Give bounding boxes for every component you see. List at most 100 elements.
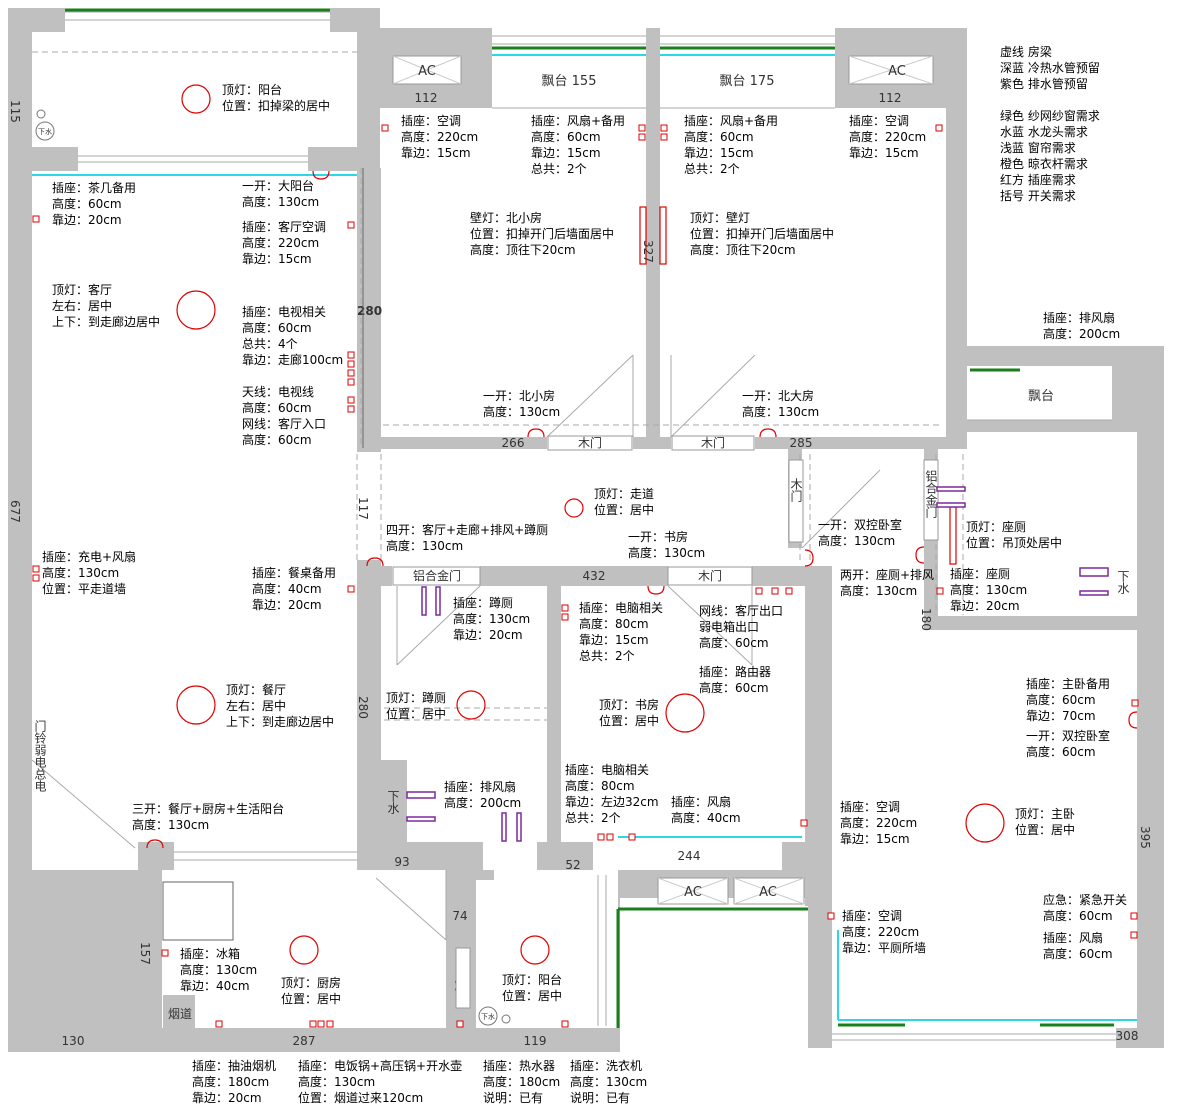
annotation-line: 插座：主卧备用	[1026, 676, 1110, 691]
walls	[8, 8, 1164, 1052]
annotation-line: 位置：平走道墙	[42, 581, 126, 596]
annotation-line: 高度：130cm	[628, 545, 705, 560]
legend-item: 橙色 晾衣杆需求	[1000, 157, 1088, 171]
annotation-dining-light: 顶灯：餐厅左右：居中上下：到走廊边居中	[226, 682, 334, 729]
annotation-line: 插座：空调	[840, 799, 900, 814]
annotation-line: 三开：餐厅+厨房+生活阳台	[132, 801, 284, 816]
dimension-label: 119	[524, 1034, 547, 1048]
switch-brackets	[146, 170, 1138, 849]
annotation-line: 插座：座厕	[950, 566, 1010, 581]
dimension-label: 112	[415, 91, 438, 105]
annotation-line: 高度：130cm	[180, 962, 257, 977]
annotation-exhaust-top: 插座：排风扇高度：200cm	[1043, 310, 1120, 341]
alu-door-label-vertical: 铝合金门	[924, 469, 938, 518]
dimension-label: 115	[8, 100, 22, 123]
wood-door-label: 木门	[698, 568, 722, 583]
drain-icons	[35, 109, 511, 1026]
annotation-line: 靠边：15cm	[840, 832, 910, 846]
dimension-label: 308	[1116, 1029, 1139, 1043]
annotation-line: 靠边：15cm	[579, 633, 649, 647]
annotation-line: 一开：北小房	[483, 388, 555, 403]
doorbell-panel-label: 门铃弱电总电	[33, 719, 47, 792]
annotation-back-balcony-light: 顶灯：阳台位置：居中	[502, 972, 562, 1003]
annotation-line: 高度：130cm	[242, 194, 319, 209]
annotation-line: 高度：130cm	[386, 538, 463, 553]
dimension-label: 112	[879, 91, 902, 105]
annotation-nbig-switch: 一开：北大房高度：130cm	[742, 388, 819, 419]
annotation-line: 插座：空调	[401, 113, 461, 128]
legend-item: 虚线 房梁	[1000, 45, 1052, 59]
annotation-line: 高度：60cm	[1043, 908, 1113, 923]
flue-label: 烟道	[168, 1007, 192, 1021]
ac-units	[392, 55, 934, 905]
annotation-router: 插座：路由器高度：60cm	[699, 664, 771, 695]
bay-window-label: 飘台	[1028, 389, 1054, 404]
annotation-line: 插座：空调	[849, 113, 909, 128]
annotation-line: 一开：北大房	[742, 388, 814, 403]
annotation-line: 靠边：左边32cm	[565, 794, 659, 809]
drain-label: 下水	[1116, 570, 1130, 594]
annotation-line: 天线：电视线	[242, 384, 314, 399]
annotation-line: 顶灯：书房	[599, 697, 659, 712]
annotation-line: 高度：220cm	[242, 235, 319, 250]
annotation-line: 靠边：20cm	[453, 628, 523, 642]
annotation-line: 高度：80cm	[579, 616, 649, 631]
wood-door-label: 木门	[701, 435, 725, 450]
annotation-line: 插座：排风扇	[1043, 310, 1115, 325]
annotation-squat-socket: 插座：蹲厕高度：130cm 靠边：20cm	[453, 595, 530, 642]
annotation-line: 高度：60cm	[699, 635, 769, 650]
annotation-living-light: 顶灯：客厅左右：居中上下：到走廊边居中	[52, 282, 160, 329]
annotation-nsmall-wall: 壁灯：北小房位置：扣掉开门后墙面居中高度：顶往下20cm	[470, 210, 614, 257]
annotation-line: 顶灯：餐厅	[226, 682, 286, 697]
annotation-emergency: 应急：紧急开关高度：60cm	[1043, 892, 1127, 923]
annotation-line: 插座：客厅空调	[242, 219, 326, 234]
annotation-line: 插座：冰箱	[180, 946, 240, 961]
annotation-study-net: 网线：客厅出口弱电箱出口高度：60cm	[699, 603, 783, 650]
annotation-line: 靠边：20cm	[252, 598, 322, 612]
wood-door-label: 木门	[578, 435, 602, 450]
legend-item: 水蓝 水龙头需求	[1000, 125, 1088, 139]
annotation-study-fan: 插座：风扇高度：40cm	[671, 794, 741, 825]
legend-item: 紫色 排水管预留	[1000, 77, 1088, 91]
annotation-line: 高度：130cm	[453, 611, 530, 626]
annotation-line: 位置：扣掉开门后墙面居中	[470, 226, 614, 241]
annotation-line: 总共：2个	[531, 162, 587, 176]
annotation-line: 总共：4个	[242, 337, 298, 351]
annotation-line: 高度：顶往下20cm	[470, 242, 576, 257]
annotation-line: 位置：吊顶处居中	[966, 535, 1062, 550]
annotation-line: 总共：2个	[684, 162, 740, 176]
annotation-line: 位置：居中	[386, 706, 446, 721]
ac-label: AC	[888, 64, 906, 79]
dimension-label: 280	[357, 304, 382, 318]
fridge-box	[162, 881, 234, 941]
annotation-line: 插座：电视相关	[242, 304, 326, 319]
annotation-line: 高度：顶往下20cm	[690, 242, 796, 257]
annotation-line: 弱电箱出口	[699, 619, 759, 634]
dimension-label: 285	[790, 436, 813, 450]
annotation-line: 插座：洗衣机	[570, 1058, 642, 1073]
dimension-label: 244	[678, 849, 701, 863]
annotation-line: 位置：扣掉开门后墙面居中	[690, 226, 834, 241]
dimension-label: 287	[293, 1034, 316, 1048]
annotation-line: 插座：蹲厕	[453, 595, 513, 610]
annotation-line: 顶灯：走道	[594, 487, 654, 501]
drain-pipes	[406, 486, 1109, 842]
dimension-label: 52	[565, 858, 580, 872]
annotation-line: 插座：餐桌备用	[252, 565, 336, 580]
annotation-line: 高度：200cm	[1043, 326, 1120, 341]
drain-label: 下水	[386, 790, 400, 814]
ac-label: AC	[684, 885, 702, 900]
dimension-label: 74	[452, 909, 467, 923]
legend-item: 括号 开关需求	[1000, 189, 1076, 203]
